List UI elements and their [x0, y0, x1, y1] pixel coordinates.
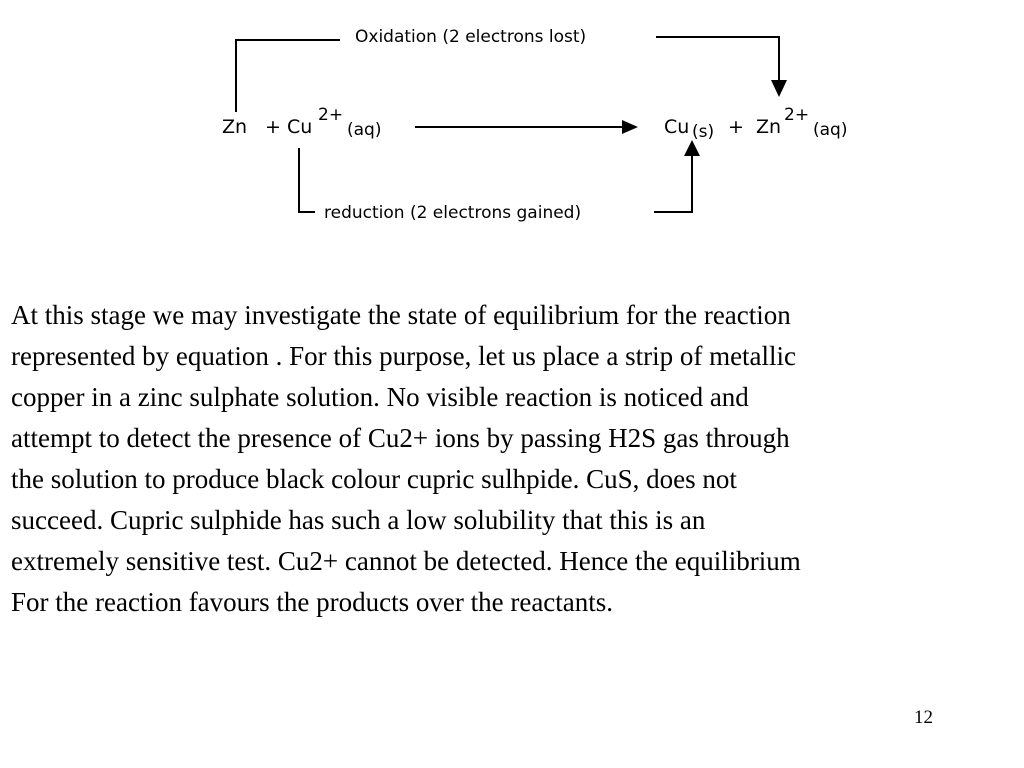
product-cu-state: (s) — [692, 122, 714, 142]
reaction-arrowhead — [622, 120, 638, 134]
paragraph-line-4: attempt to detect the presence of Cu2+ i… — [11, 423, 790, 453]
reactant-plus: + — [265, 116, 281, 138]
page-number: 12 — [914, 707, 933, 728]
oxidation-bracket — [235, 36, 780, 112]
reduction-bracket — [298, 148, 693, 213]
paragraph-line-3: copper in a zinc sulphate solution. No v… — [11, 382, 749, 412]
reactant-cu: Cu — [287, 116, 312, 138]
product-cu: Cu — [664, 116, 689, 138]
paragraph-line-7: extremely sensitive test. Cu2+ cannot be… — [11, 546, 801, 576]
reduction-arrowhead — [684, 140, 700, 156]
product-plus: + — [728, 116, 744, 138]
product-zn: Zn — [756, 116, 781, 138]
body-paragraph: At this stage we may investigate the sta… — [11, 295, 1016, 623]
redox-diagram: Oxidation (2 electrons lost) Zn + Cu 2+ … — [222, 27, 847, 223]
paragraph-line-6: succeed. Cupric sulphide has such a low … — [11, 505, 706, 535]
oxidation-label: Oxidation (2 electrons lost) — [355, 27, 586, 47]
reactant-cu-charge: 2+ — [318, 105, 343, 125]
paragraph-line-2: represented by equation . For this purpo… — [11, 341, 797, 371]
reactant-cu-state: (aq) — [347, 120, 381, 140]
paragraph-line-1: At this stage we may investigate the sta… — [11, 300, 791, 330]
paragraph-line-8: For the reaction favours the products ov… — [11, 587, 614, 617]
product-zn-charge: 2+ — [784, 105, 809, 125]
product-zn-state: (aq) — [813, 120, 847, 140]
paragraph-line-5: the solution to produce black colour cup… — [11, 464, 737, 494]
reactant-zn: Zn — [222, 116, 247, 138]
reduction-label: reduction (2 electrons gained) — [324, 203, 581, 223]
oxidation-arrowhead — [771, 80, 787, 97]
